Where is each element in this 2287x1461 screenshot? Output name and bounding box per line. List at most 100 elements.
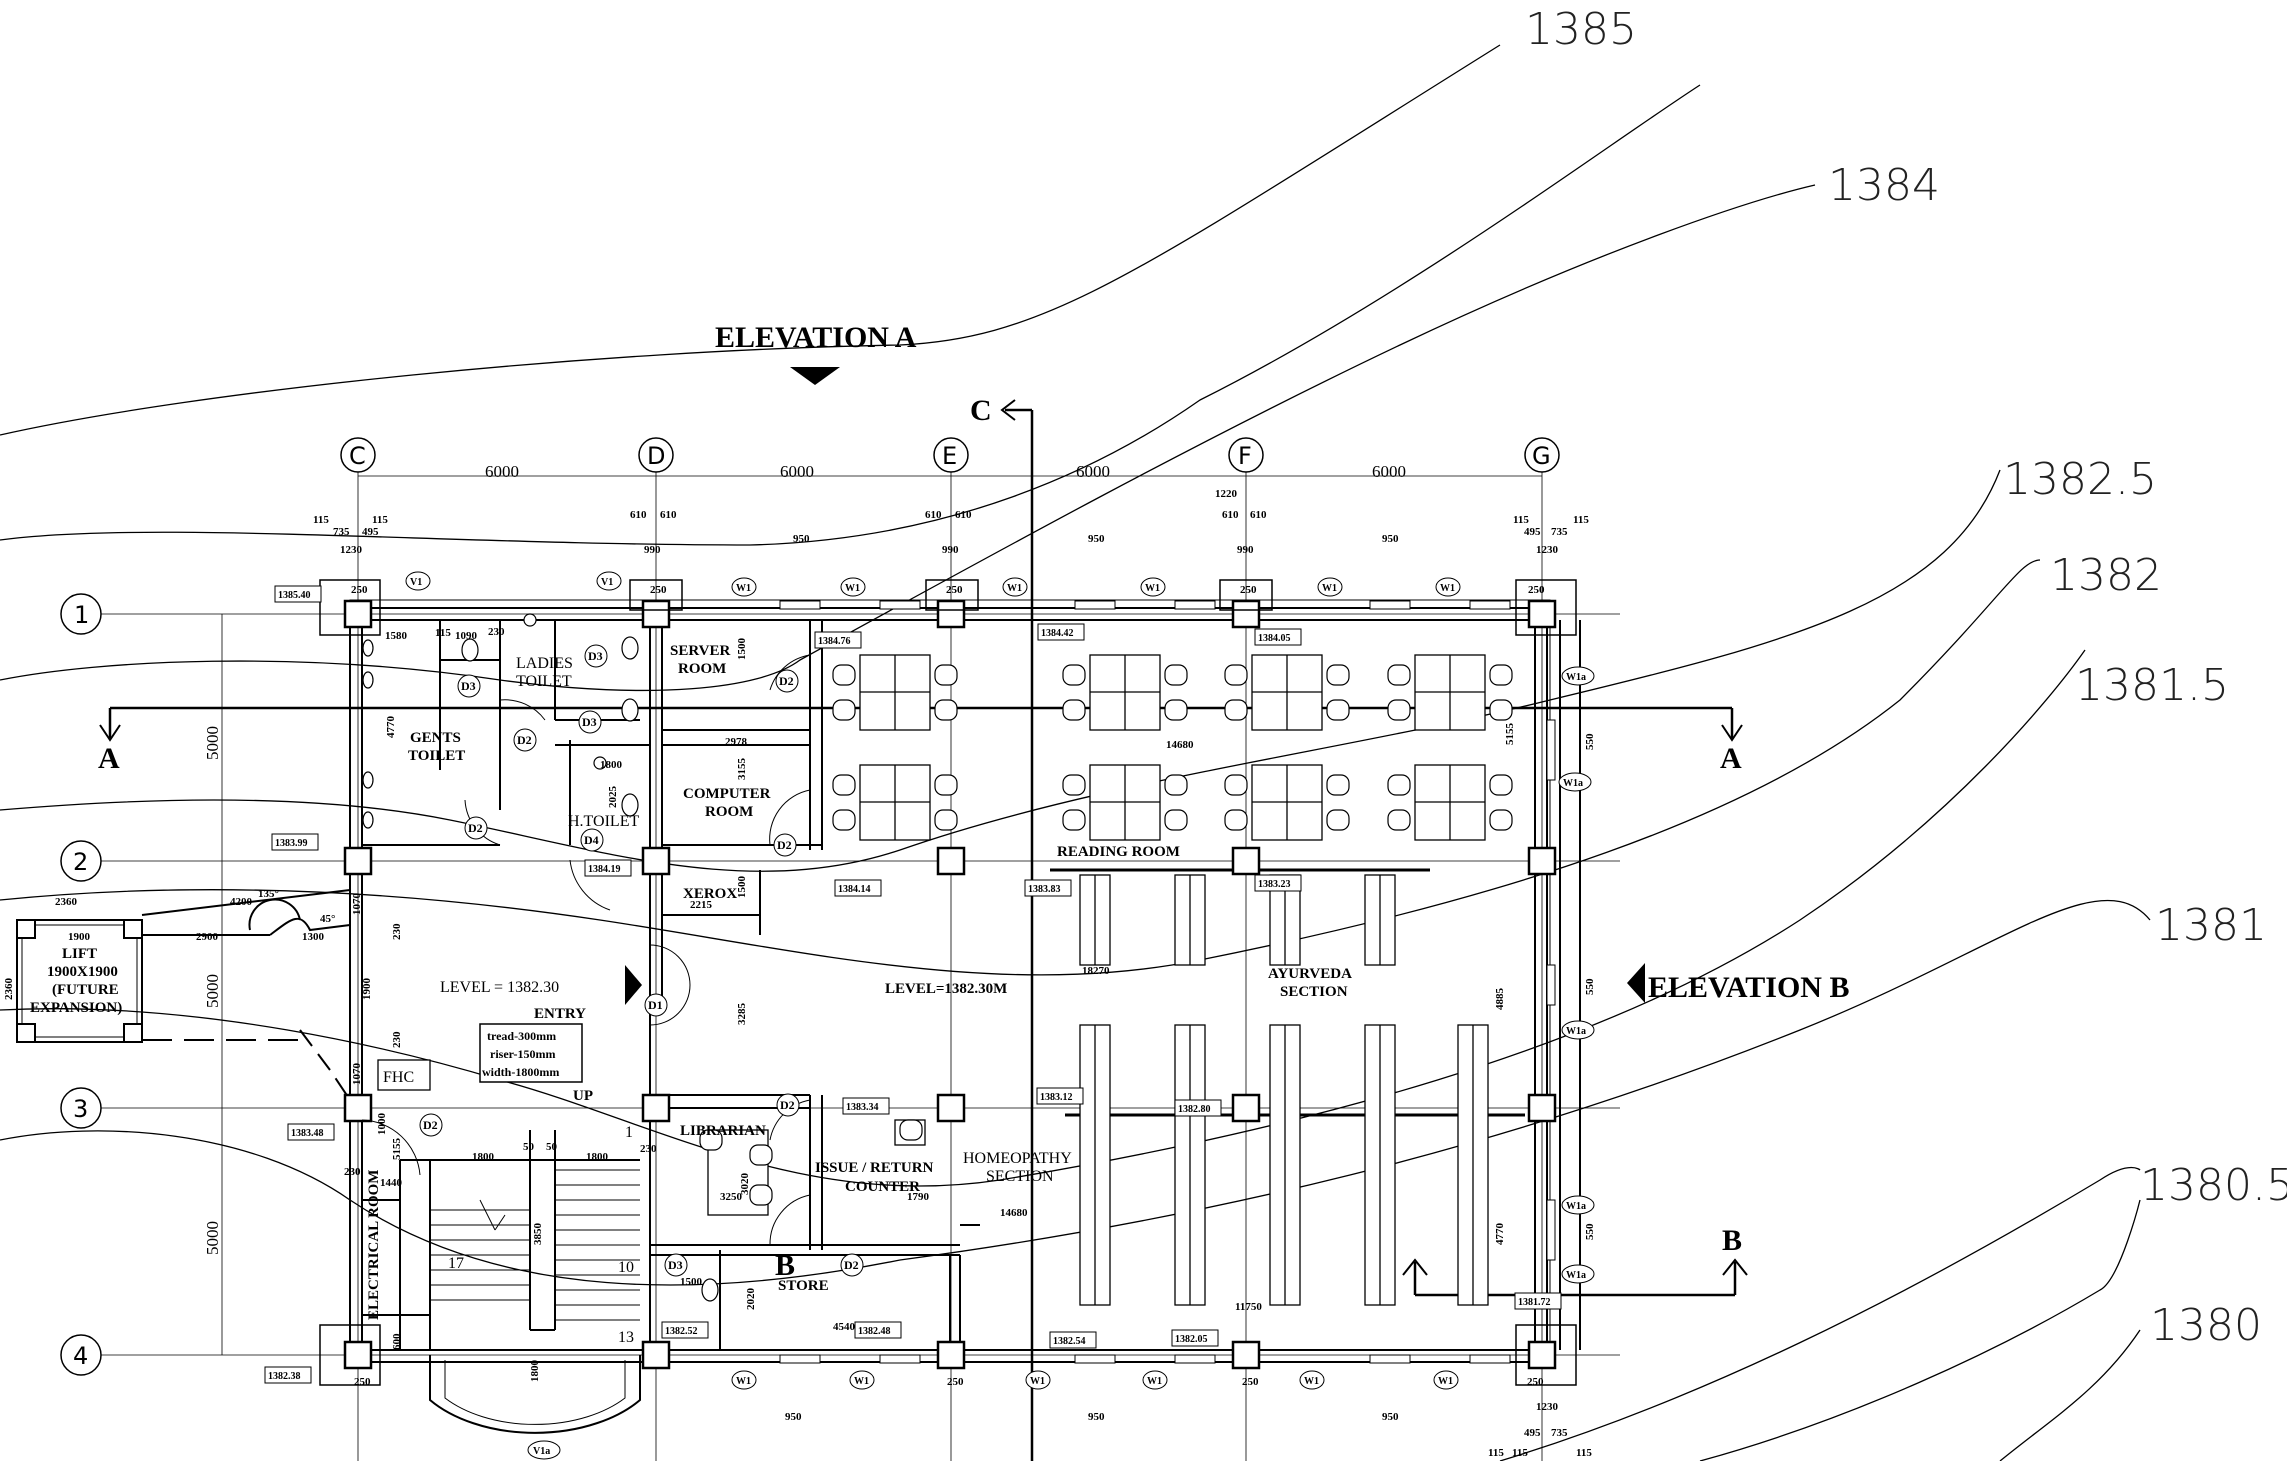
dim-text: 230 [391, 923, 403, 940]
dim-text: 2360 [55, 896, 78, 908]
bay-dimension: 6000 [485, 462, 519, 481]
dim-text: 50 [523, 1141, 535, 1153]
dim-text: 3020 [739, 1173, 751, 1196]
dim-text: 550 [1584, 978, 1596, 995]
door-tag: D3 [461, 679, 476, 693]
dim-text: 950 [785, 1411, 802, 1423]
dim-text: 1580 [385, 630, 408, 642]
grid-row-label: 1 [74, 601, 89, 629]
level-tag: 1382.48 [858, 1326, 891, 1337]
room-label-fhc: FHC [383, 1069, 414, 1086]
level-tag: 1383.34 [846, 1102, 879, 1113]
door-tag: D2 [517, 733, 532, 747]
door-tag: D2 [468, 821, 483, 835]
section-c-line [1000, 399, 1034, 1461]
contour-label: 1382 [2050, 550, 2162, 601]
dim-text: 3850 [532, 1223, 544, 1246]
dim-text: 990 [942, 544, 959, 556]
room-label-ladies: LADIES [516, 655, 573, 672]
dim-text: 495 [362, 526, 379, 538]
dim-text: 18270 [1082, 965, 1110, 977]
stair-treads [430, 1169, 640, 1321]
dim-text: 735 [333, 526, 350, 538]
dim-text: 5155 [391, 1138, 403, 1161]
level-tag: 1384.76 [818, 636, 851, 647]
section-b-inner-label: B [775, 1249, 795, 1282]
level-tag: 1382.52 [665, 1326, 698, 1337]
dim-text: 230 [640, 1143, 657, 1155]
entry-marker [625, 965, 642, 1005]
dim-text: 11750 [1235, 1301, 1262, 1313]
dim-text: 2900 [196, 931, 219, 943]
window-tag: W1 [1438, 1376, 1453, 1387]
window-tag: W1 [1145, 583, 1160, 594]
door-tag: D2 [844, 1258, 859, 1272]
window-tag: W1 [1030, 1376, 1045, 1387]
dim-text: 735 [1551, 1427, 1568, 1439]
dim-text: 1500 [736, 638, 748, 661]
contour-label: 1381 [2155, 900, 2267, 951]
dim-text: 990 [644, 544, 661, 556]
dim-text: 230 [488, 626, 505, 638]
contour-label: 1384 [1828, 160, 1940, 211]
contour-lines [0, 44, 2151, 1461]
columns [343, 599, 1557, 1370]
room-label-h-toilet: H.TOILET [568, 813, 639, 830]
room-label-computer: ROOM [705, 804, 753, 820]
level-tag: 1382.80 [1178, 1104, 1211, 1115]
window-tag: W1 [1007, 583, 1022, 594]
dim-text: 115 [313, 514, 329, 526]
level-entry-label: LEVEL = 1382.30 [440, 979, 559, 996]
dim-text: 1220 [1215, 488, 1238, 500]
window-tag: W1 [1304, 1376, 1319, 1387]
dim-text: 3285 [736, 1003, 748, 1026]
level-tag: 1384.05 [1258, 633, 1291, 644]
room-label-homeopathy: SECTION [986, 1168, 1054, 1185]
room-label-server: ROOM [678, 661, 726, 677]
window-tag: V1 [601, 577, 613, 588]
dim-text: 950 [1088, 1411, 1105, 1423]
dim-text: 1000 [376, 1113, 388, 1136]
dim-text: 1230 [1536, 544, 1559, 556]
dim-text: 1790 [907, 1191, 930, 1203]
dim-text: 1500 [736, 876, 748, 899]
dim-text: 950 [1382, 533, 1399, 545]
stair-spec: width-1800mm [482, 1065, 559, 1079]
contour-label: 1382.5 [2003, 454, 2157, 505]
dim-text: 230 [344, 1166, 361, 1178]
window-tag: W1a [1566, 1270, 1586, 1281]
dim-text: 1230 [340, 544, 363, 556]
door-tag-circles [419, 644, 864, 1277]
room-label-issue: ISSUE / RETURN [815, 1160, 934, 1176]
level-tag: 1383.12 [1040, 1092, 1073, 1103]
dim-text: 990 [1237, 544, 1254, 556]
stair-step-number: 10 [618, 1259, 634, 1276]
column-casings [319, 579, 1577, 1386]
door-tag: D2 [779, 674, 794, 688]
bay-dimension: 6000 [1372, 462, 1406, 481]
window-tag: W1 [1147, 1376, 1162, 1387]
dim-text: 1800 [529, 1360, 541, 1383]
bay-dimension: 5000 [203, 1221, 222, 1255]
dim-text: 1300 [302, 931, 325, 943]
dim-text: 610 [955, 509, 972, 521]
lift-label: (FUTURE [52, 982, 119, 998]
room-label-entry: ENTRY [534, 1006, 586, 1022]
dim-text: 950 [793, 533, 810, 545]
dim-text: 495 [1524, 526, 1541, 538]
furniture [707, 654, 1489, 1306]
stair-step-number: 1 [625, 1124, 633, 1141]
door-tag: D2 [777, 838, 792, 852]
dim-text: 115 [1576, 1447, 1592, 1459]
dim-text: 250 [351, 584, 368, 596]
window-tag: W1a [1566, 1026, 1586, 1037]
section-b-label: B [1722, 1224, 1742, 1257]
grid-bubbles [60, 437, 1560, 1376]
dim-text: 550 [1584, 733, 1596, 750]
dim-text: 950 [1382, 1411, 1399, 1423]
lift-label: 1900X1900 [47, 964, 118, 980]
dim-text: 4885 [1494, 988, 1506, 1011]
room-label-computer: COMPUTER [683, 786, 771, 802]
door-tag: D2 [780, 1098, 795, 1112]
door-tag: D3 [668, 1258, 683, 1272]
